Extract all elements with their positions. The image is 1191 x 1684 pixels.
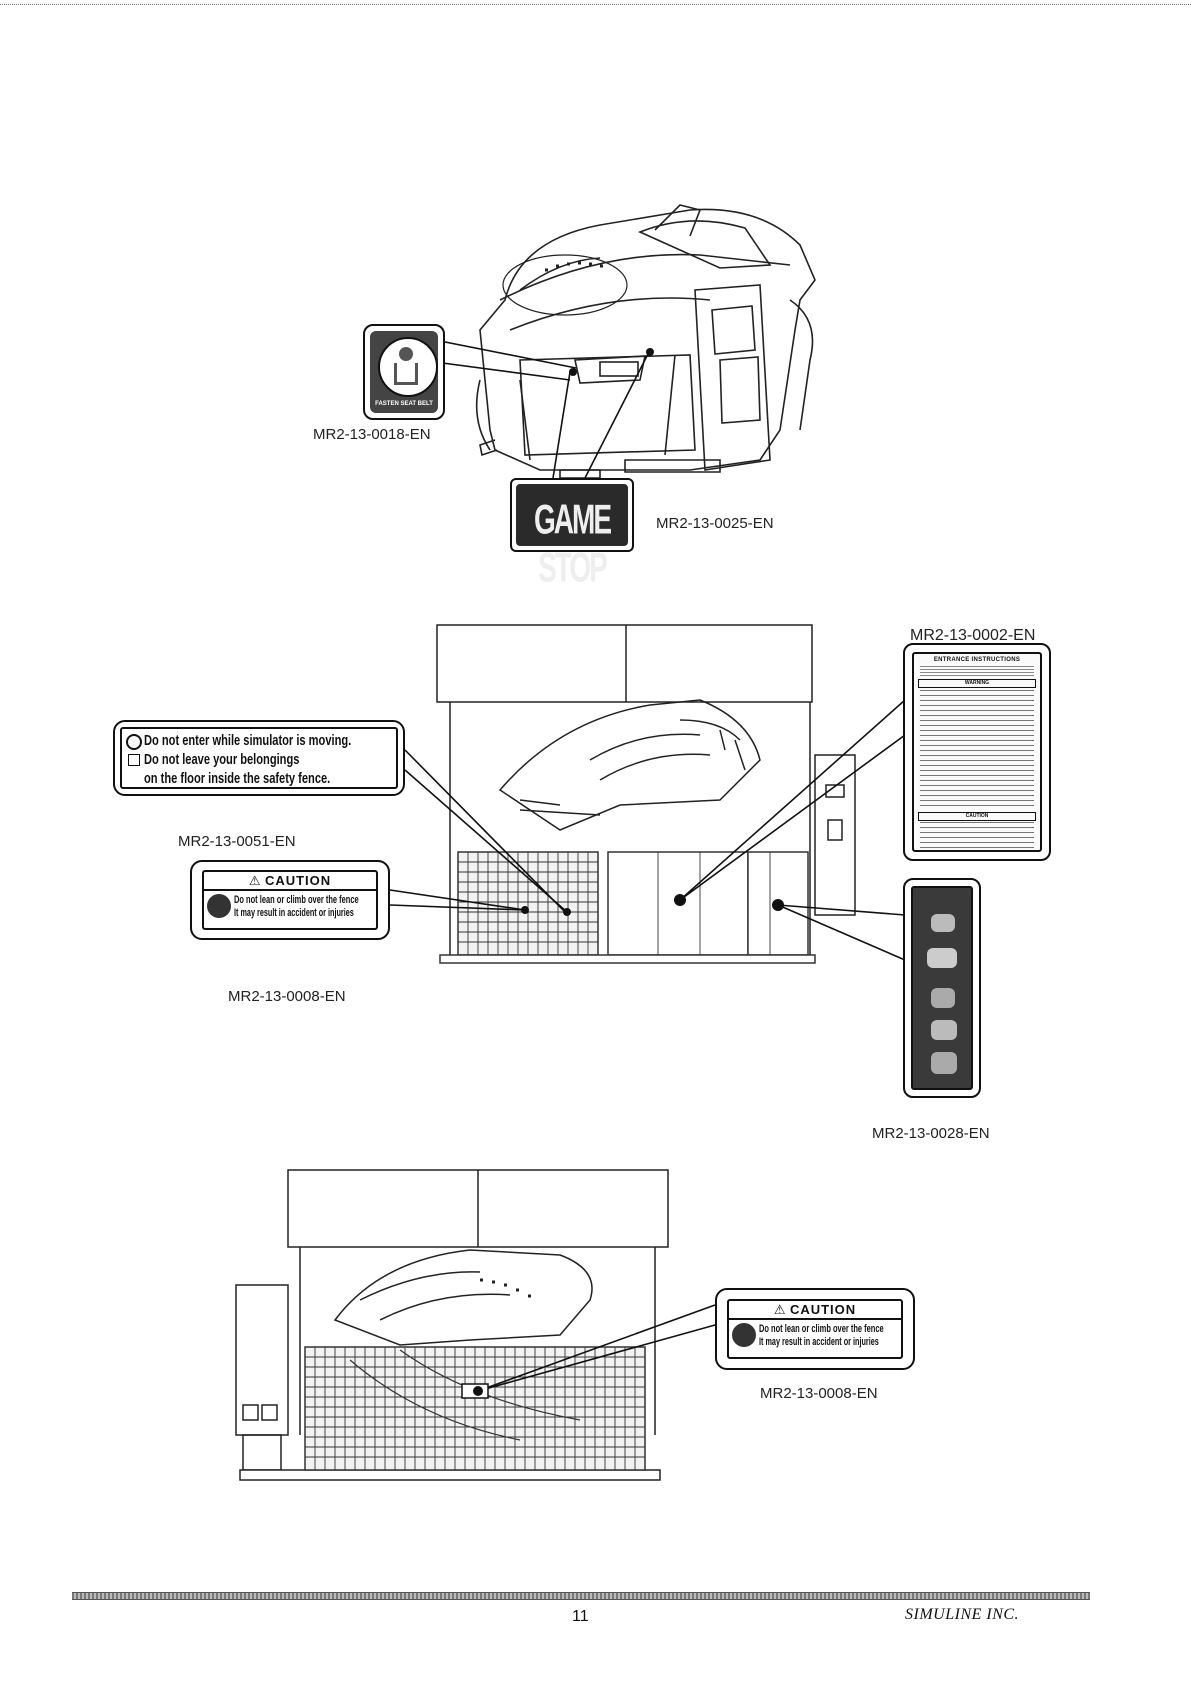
gamestop-decal: GAME STOP: [510, 478, 634, 591]
caution-part-number-1: MR2-13-0008-EN: [228, 988, 346, 1005]
seatbelt-decal: FASTEN SEAT BELT: [363, 324, 445, 420]
caution-part-number-2: MR2-13-0008-EN: [760, 1385, 878, 1402]
safety-fence-grid: [439, 851, 816, 964]
no-climb-icon-1: [207, 894, 231, 918]
gamestop-part-number: MR2-13-0025-EN: [656, 515, 774, 532]
no-climb-icon-2: [732, 1323, 756, 1347]
gamestop-decal-text: GAME STOP: [534, 496, 612, 591]
warning-decal: Do not enter while simulator is moving. …: [113, 720, 405, 796]
no-entry-person-icon: [126, 734, 142, 750]
caution-title-1: CAUTION: [264, 873, 332, 888]
control-icon-5: [931, 1052, 957, 1074]
warning-line-1: Do not enter while simulator is moving.: [144, 732, 352, 749]
game-controls-part-number: MR2-13-0028-EN: [872, 1125, 990, 1142]
caution-line-2a: Do not lean or climb over the fence: [759, 1323, 884, 1335]
entrance-title: ENTRANCE INSTRUCTIONS: [933, 657, 1021, 663]
caution-line-1a: Do not lean or climb over the fence: [234, 894, 359, 906]
entrance-instructions-decal: ENTRANCE INSTRUCTIONS WARNING CAUTION: [903, 643, 1051, 861]
company-name: SIMULINE INC.: [905, 1606, 1020, 1623]
warning-line-3: on the floor inside the safety fence.: [144, 770, 331, 787]
caution-line-1b: It may result in accident or injuries: [234, 907, 354, 919]
warning-line-2: Do not leave your belongings: [144, 751, 300, 768]
caution-decal-1: ⚠ CAUTION Do not lean or climb over the …: [190, 860, 390, 940]
control-icon-2: [927, 948, 957, 968]
caution-title-2: CAUTION: [789, 1302, 857, 1317]
control-icon-1: [931, 914, 955, 932]
seatbelt-person-icon: [399, 347, 413, 361]
caution-decal-2: ⚠ CAUTION Do not lean or climb over the …: [715, 1288, 915, 1370]
warning-part-number: MR2-13-0051-EN: [178, 833, 296, 850]
caution-warning-icon: ⚠: [248, 873, 261, 888]
game-controls-decal: [903, 878, 981, 1098]
control-icon-4: [931, 1020, 957, 1040]
entrance-caution-heading: CAUTION: [918, 812, 1036, 821]
control-icon-3: [931, 988, 955, 1008]
rear-fence-grid: [304, 1346, 646, 1471]
caution-line-2b: It may result in accident or injuries: [759, 1336, 879, 1348]
caution-warning-icon-2: ⚠: [773, 1302, 786, 1317]
entrance-part-number: MR2-13-0002-EN: [910, 627, 1036, 644]
belongings-icon: [128, 754, 140, 766]
seatbelt-part-number: MR2-13-0018-EN: [313, 426, 431, 443]
footer-rule: [72, 1592, 1090, 1600]
page-number: 11: [572, 1608, 589, 1625]
entrance-warning-heading: WARNING: [918, 679, 1036, 688]
top-dotted-rule: [0, 4, 1191, 5]
seatbelt-decal-text: FASTEN SEAT BELT: [375, 401, 433, 407]
